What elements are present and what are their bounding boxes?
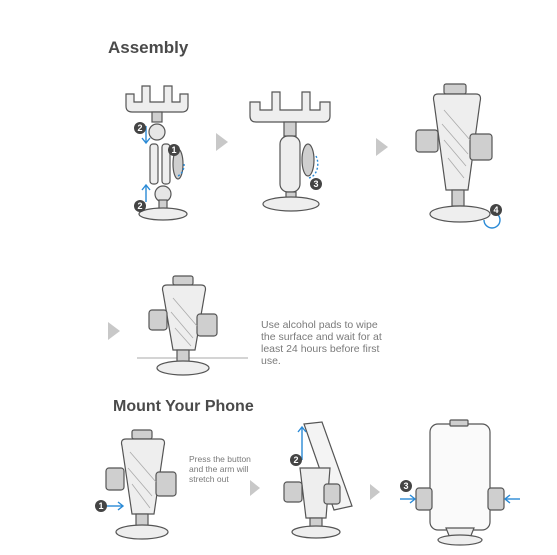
chevron-right-icon	[216, 133, 228, 151]
assembled-arm-illustration: 3	[249, 91, 331, 212]
step-2-badge-lower: 2	[137, 201, 142, 211]
holder-lock-illustration: 4	[415, 83, 502, 229]
step-1-badge: 1	[171, 145, 176, 155]
chevron-right-icon	[370, 484, 380, 500]
arm-stretched-illustration: 2	[283, 421, 353, 539]
step-3-badge: 3	[313, 179, 318, 189]
assembly-heading: Assembly	[108, 38, 189, 57]
assembly-exploded-illustration: 2 2 1	[125, 85, 189, 221]
mount-phone-heading: Mount Your Phone	[113, 398, 254, 415]
chevron-right-icon	[250, 480, 260, 496]
chevron-right-icon	[108, 322, 120, 340]
step-3-badge: 3	[403, 481, 408, 491]
step-2-badge: 2	[137, 123, 142, 133]
clamp-phone-illustration: 3	[400, 419, 520, 546]
chevron-right-icon	[376, 138, 388, 156]
press-button-instruction: Press the button and the arm will stretc…	[189, 454, 251, 484]
press-button-illustration: 1	[95, 429, 177, 540]
holder-on-surface-illustration	[137, 275, 248, 376]
step-4-badge: 4	[493, 205, 498, 215]
step-1-badge: 1	[98, 501, 103, 511]
alcohol-pad-instruction: Use alcohol pads to wipe the surface and…	[261, 319, 382, 367]
step-2-badge: 2	[293, 455, 298, 465]
